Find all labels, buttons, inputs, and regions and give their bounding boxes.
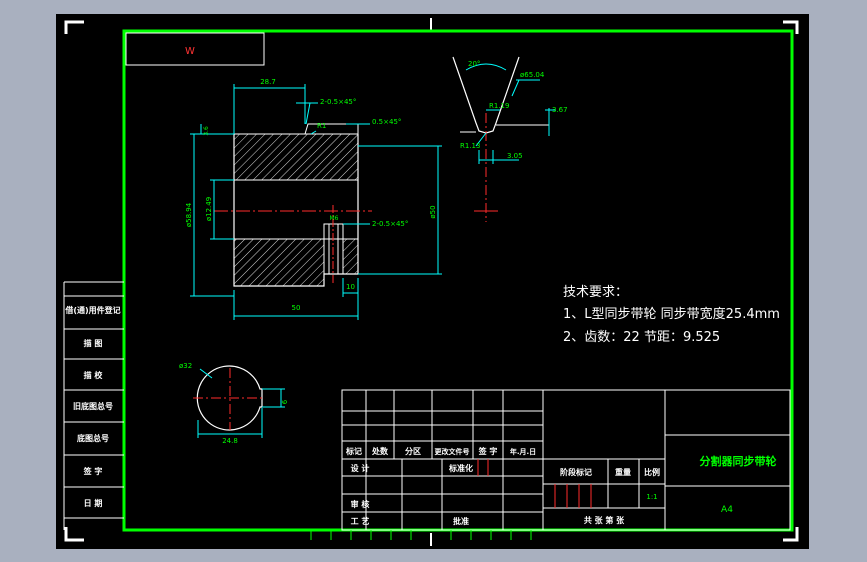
tb-header-0: 标记 <box>345 446 362 456</box>
side-label-3: 旧底图总号 <box>73 401 113 411</box>
tb-drawing-name: 分割器同步带轮 <box>700 454 777 468</box>
dim-outer-dia: ø58.94 <box>185 202 193 227</box>
dim-top-width: 28.7 <box>260 78 276 86</box>
title-block: 标记 处数 分区 更改文件号 签 字 年.月.日 设 计 标准化 审 核 工 艺… <box>341 389 791 531</box>
corner-marks <box>64 20 799 542</box>
lower-hatch-right <box>342 238 359 275</box>
tb-row-standard: 标准化 <box>448 463 473 473</box>
tech-line-2: 2、齿数：22 节距：9.525 <box>563 330 720 345</box>
dim-step-width: 10 <box>346 283 355 291</box>
tb-header-1: 处数 <box>371 446 389 456</box>
dim-keyway-height: 24.8 <box>222 437 238 445</box>
tooth-radius-bottom: R1.13 <box>460 142 480 150</box>
tb-header-3: 更改文件号 <box>435 447 470 456</box>
tb-stage-label: 阶段标记 <box>560 467 592 477</box>
side-label-5: 签 字 <box>83 466 103 476</box>
tooth-detail: 20° ø65.04 R1.19 R1.13 3.67 3.05 <box>452 56 568 222</box>
dim-chamfer-bottom: 2-0.5×45° <box>372 220 408 228</box>
part-outline <box>233 134 359 287</box>
side-label-0: 借(通)用件登记 <box>64 305 120 315</box>
section-view <box>214 123 372 287</box>
tooth-radius-top: R1.19 <box>489 102 509 110</box>
tb-header-4: 签 字 <box>478 446 498 456</box>
section-dim-text: 28.7 2-0.5×45° R1 0.5×45° 50 10 2-0.5×45… <box>185 78 437 312</box>
side-label-2: 描 校 <box>84 370 104 380</box>
title-box-code-text: W <box>185 46 195 57</box>
dim-bore-dia: ø12.49 <box>205 197 213 221</box>
tb-row-process: 工 艺 <box>351 516 370 526</box>
dim-keyway-dia: ø32 <box>179 362 192 370</box>
tooth-depth: 3.67 <box>552 106 568 114</box>
keyway-outline <box>196 365 263 431</box>
side-strip: 借(通)用件登记 描 图 描 校 旧底图总号 底图总号 签 字 日 期 <box>64 295 124 519</box>
side-label-4: 底图总号 <box>76 433 109 443</box>
dim-keyway-width: 6 <box>281 399 289 404</box>
tb-scale-label: 比例 <box>644 467 660 477</box>
tb-header-5: 年.月.日 <box>510 447 536 456</box>
tb-row-check: 审 核 <box>351 499 370 509</box>
dim-hole: M6 <box>330 215 339 222</box>
tech-requirements: 技术要求： 1、L型同步带轮 同步带宽度25.4mm 2、齿数：22 节距：9.… <box>563 285 780 345</box>
tb-sheets: 共 张 第 张 <box>584 515 625 525</box>
lower-hatch <box>233 238 325 287</box>
drawing-background <box>56 14 809 549</box>
dim-chamfer-small: 0.5×45° <box>372 118 401 126</box>
tooth-pitch-dia: ø65.04 <box>520 71 545 79</box>
tb-weight-label: 重量 <box>615 467 631 477</box>
tb-header-2: 分区 <box>405 446 421 456</box>
side-label-1: 描 图 <box>84 338 103 348</box>
keyway-view: ø32 24.8 6 <box>179 362 289 445</box>
tech-heading: 技术要求： <box>563 285 628 300</box>
tb-row-approve: 批准 <box>453 516 469 526</box>
frame-ticks <box>310 530 532 540</box>
upper-hatch <box>233 133 359 181</box>
side-label-6: 日 期 <box>84 498 103 508</box>
section-dimensions <box>190 84 442 320</box>
tb-row-design: 设 计 <box>351 463 370 473</box>
tooth-width: 3.05 <box>507 152 523 160</box>
dim-left-small: 3.6 <box>203 126 210 136</box>
tb-paper-size: A4 <box>721 505 733 515</box>
dim-chamfer-top: 2-0.5×45° <box>320 98 356 106</box>
dim-flange-dia: ø50 <box>429 205 437 218</box>
dim-overall-width: 50 <box>292 304 301 312</box>
title-box-code <box>125 32 265 66</box>
tb-scale-value: 1:1 <box>646 493 657 501</box>
dim-fillet: R1 <box>317 122 326 130</box>
tech-line-1: 1、L型同步带轮 同步带宽度25.4mm <box>563 306 780 322</box>
tooth-angle: 20° <box>468 60 480 68</box>
